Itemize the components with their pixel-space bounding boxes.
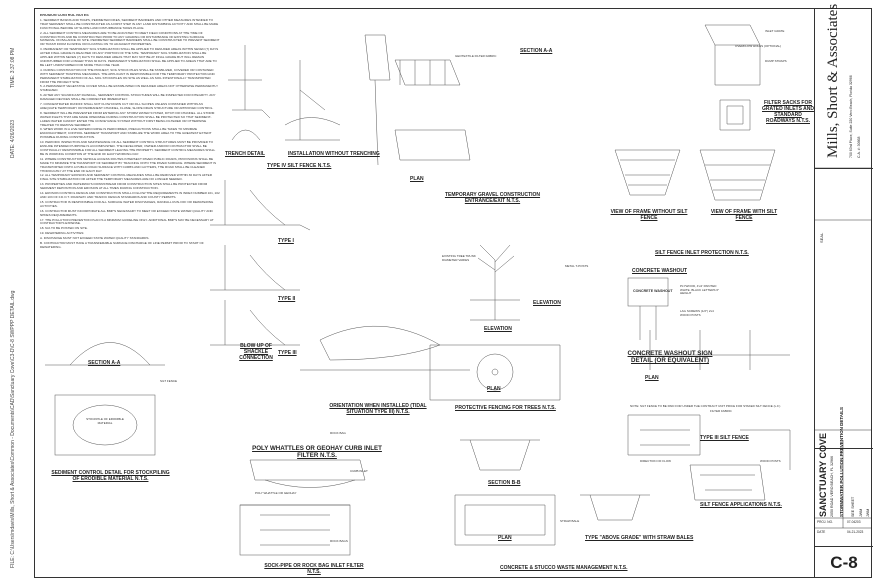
section-a-a-title-mid: SECTION A-A [88,360,121,366]
plywood-label: PLYWOOD, 4'x2' PAINTED WHITE. BLACK LETT… [680,284,720,295]
geotextile-label: GEOTEXTILE FILTER FABRIC [455,54,497,58]
project-info-block: SANCTUARY COVE 2050 ROAD VERO BEACH, FL … [815,407,873,519]
concrete-washout-sign-title: CONCRETE WASHOUT SIGN DETAIL (OR EQUIVAL… [627,350,713,364]
notes-heading: EROSION CONTROL NOTES [40,14,89,17]
type-ii-title: TYPE II [278,296,296,302]
note-item: 11. WHERE CONSTRUCTION VEHICLE ACCESS RO… [40,156,217,173]
note-item: 12. ALL TEMPORARY EROSION AND SEDIMENT C… [40,173,212,182]
sock-pipe-title: SOCK-PIPE OR ROCK BAG INLET FILTER N.T.S… [264,563,364,575]
metal-tpost-label: METAL T-POSTS [565,264,589,268]
type-above-grade-title: TYPE "ABOVE GRADE" WITH STRAW BALES [585,535,694,541]
note-item: 8. SEDIMENT WILL BE PREVENTED FROM ENTER… [40,110,215,127]
concrete-washout-header: CONCRETE WASHOUT [632,268,687,274]
note-item: A. DISCHARGE MUST NOT EXCEED STATE WATER… [40,236,150,241]
note-item: 18. N/A TO BE POSTED ON SITE. [40,226,88,231]
firm-logo-block: Mills, Short & Associates 700 63rd Place… [815,4,873,169]
protective-fencing-title: PROTECTIVE FENCING FOR TREES N.T.S. [455,405,556,411]
note-item: 1. SEDIMENT BASINS AND TRAPS, PERIMETER … [40,17,219,30]
firm-cert: C.A. #: 30668 [857,136,861,158]
silt-fence-note: NOTE: SILT FENCE TO BE PAID FOR UNDER TH… [630,404,781,408]
note-item: 19. DEWATERING ACTIVITIES: [40,231,85,236]
note-item: 14. EROSION CONTROL DESIGN AND CONSTRUCT… [40,191,220,199]
note-item: 3. PERMANENT OR TEMPORARY SOIL STABILIZA… [40,47,219,67]
plan-title-c: PLAN [498,535,512,541]
plan-title-b: PLAN [487,386,501,392]
notes-list: 1. SEDIMENT BASINS AND TRAPS, PERIMETER … [40,17,220,249]
orientation-tidal-title: ORIENTATION WHEN INSTALLED (TIDAL SITUAT… [329,403,427,415]
straw-bale-label: STRAW BALE [560,519,580,523]
sediment-stockpiling-title: SEDIMENT CONTROL DETAIL FOR STOCKPILING … [51,470,170,482]
blow-up-shackle-title: BLOW UP OF SHACKLE CONNECTION [239,343,273,361]
note-item: B. CONTRACTOR MUST HAVE A TRANSFERABLE S… [40,241,204,249]
note-item: 15. CONTRACTOR IS RESPONSIBLE FOR ALL SU… [40,199,214,208]
project-address: 2050 ROAD VERO BEACH, FL 32966 [830,456,834,517]
drawn-by: JWM [859,508,863,517]
concrete-stucco-title: CONCRETE & STUCCO WASTE MANAGEMENT N.T.S… [500,565,628,571]
proj-no-value: 07-04203 [847,520,861,524]
checked-by: JWM [866,508,870,517]
poly-whattle-label: POLY WHATTLE OR GEOHAY [255,491,297,495]
note-item: 17. THE POLLUTION PREVENTION PLAN IS A M… [40,217,214,226]
filter-fabric-label: FILTER FABRIC [710,409,732,413]
firm-name: Mills, Short & Associates [825,3,841,158]
sheet-border [34,8,872,578]
type-i-title: TYPE I [278,238,294,244]
elevation-title-b: ELEVATION [533,300,561,306]
trench-detail-title: TRENCH DETAIL [225,151,265,157]
tree-trunk-label: EXISTING TREE TRUNK DIAMETER VARIES [442,254,476,262]
note-item: 2. ALL SEDIMENT CONTROL MEASURES ARE TO … [40,30,220,47]
type-iii-silt-fence-title: TYPE III SILT FENCE [700,435,749,441]
inlet-grate-label: INLET GRATE [765,29,785,33]
note-item: 9. WHEN WORK IN A LIVE WATERCOURSE IS PE… [40,127,212,140]
note-item: 16. CONTRACTOR MUST INCORPORATE ALL BMP'… [40,208,213,217]
temp-gravel-entrance-title: TEMPORARY GRAVEL CONSTRUCTION ENTRANCE/E… [444,192,541,204]
proj-no-label: PROJ. NO. [817,520,833,524]
type-iii-title: TYPE III [278,350,297,356]
wood-posts-label: WOOD POSTS [760,459,781,463]
note-item: 13. PROPERTIES AND WATERWAYS DOWNSTREAM … [40,182,208,191]
view-frame-with-title: VIEW OF FRAME WITH SILT FENCE [710,209,778,221]
silt-fence-inlet-protection-title: SILT FENCE INLET PROTECTION N.T.S. [655,250,749,256]
project-name: SANCTUARY COVE [818,432,828,517]
overflow-holes-label: OVERFLOW HOLES (OPTIONAL) [735,44,782,48]
silt-fence-label: SILT FENCE [160,379,178,383]
section-a-a-title-top: SECTION A-A [520,48,553,54]
elevation-title-a: ELEVATION [484,326,512,332]
note-item: 6. AFTER ANY SIGNIFICANT RAINFALL, SEDIM… [40,93,216,102]
title-block: Mills, Short & Associates 700 63rd Place… [814,4,873,579]
silt-fence-applications-title: SILT FENCE APPLICATIONS N.T.S. [700,502,782,508]
note-item: 7. CONCENTRATED RUNOFF SHALL NOT FLOW DO… [40,102,214,110]
seal-label: SEAL [819,232,824,243]
rock-bag-label: ROCK BAG [330,431,346,435]
section-b-b-title: SECTION B-B [488,480,521,486]
direction-flow-label: DIRECTION OF FLOW [640,459,671,463]
firm-address: 700 63rd Place, Suite 220 Vero Beach, Fl… [849,75,853,158]
date-value: 04-21-2023 [847,530,864,534]
erosion-control-notes: EROSION CONTROL NOTES 1. SEDIMENT BASINS… [40,14,220,249]
note-item: 10. PERIODIC INSPECTION AND MAINTENANCE … [40,140,216,156]
plan-title-d: PLAN [645,375,659,381]
rock-bags-label: ROCK BAGS [330,539,348,543]
date-label: DATE [817,530,826,534]
dump-straps-label: DUMP STRAPS [765,59,787,63]
curb-inlet-label: CURB INLET [350,469,368,473]
note-item: 4. DURING CONSTRUCTION OF THE PROJECT, S… [40,67,215,84]
view-frame-without-title: VIEW OF FRAME WITHOUT SILT FENCE [610,209,688,221]
washout-sign-text: CONCRETE WASHOUT [633,289,673,293]
note-item: 5. A PERMANENT VEGETATIVE COVER SHALL BE… [40,84,219,93]
poly-whattles-title: POLY WHATTLES OR GEOHAY CURB INLET FILTE… [252,445,382,459]
plan-title-a: PLAN [410,176,424,182]
type-iv-silt-fence-title: TYPE IV SILT FENCE N.T.S. [267,163,332,169]
lag-screws-label: LAG SCREWS (1/2") 2x4 WOOD POSTS [680,309,714,317]
see-sheet: SEE SHEET [851,496,855,517]
sheet-number: C-8 [815,546,873,579]
filter-sacks-title: FILTER SACKS FOR GRATED INLETS AND STAND… [762,100,814,124]
sheet-title: STORMWATER POLLUTION PREVENTION DETAILS [839,406,844,517]
installation-without-trenching-title: INSTALLATION WITHOUT TRENCHING [288,151,380,157]
stockpile-label: STOCKPILE OF ERODIBLE MATERIAL [86,417,124,425]
